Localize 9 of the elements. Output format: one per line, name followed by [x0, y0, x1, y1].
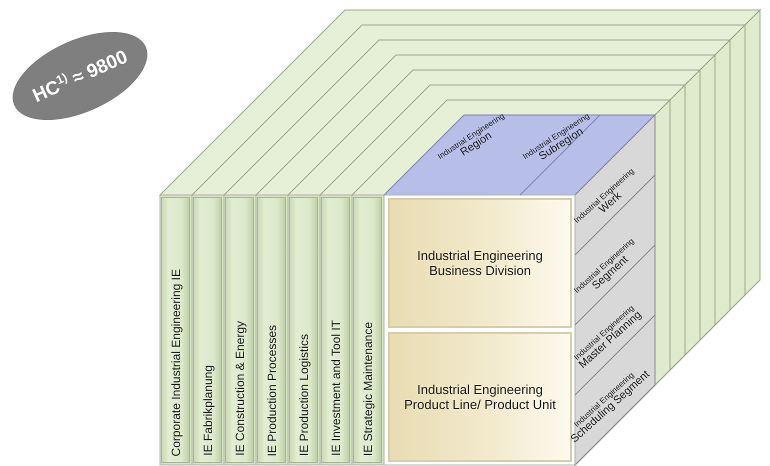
department-column: Corporate Industrial Engineering IE: [161, 197, 190, 463]
unit-box: Industrial Engineering Product Line/ Product Unit: [388, 332, 572, 462]
unit-box: Industrial Engineering Business Division: [388, 198, 572, 328]
department-column: IE Production Processes: [257, 197, 286, 463]
department-column: IE Production Logistics: [289, 197, 318, 463]
department-column: IE Construction & Energy: [225, 197, 254, 463]
department-column: IE Investment and Tool IT: [321, 197, 350, 463]
department-column: IE Strategic Maintenance: [353, 197, 382, 463]
department-column: IE Fabrikplanung: [193, 197, 222, 463]
